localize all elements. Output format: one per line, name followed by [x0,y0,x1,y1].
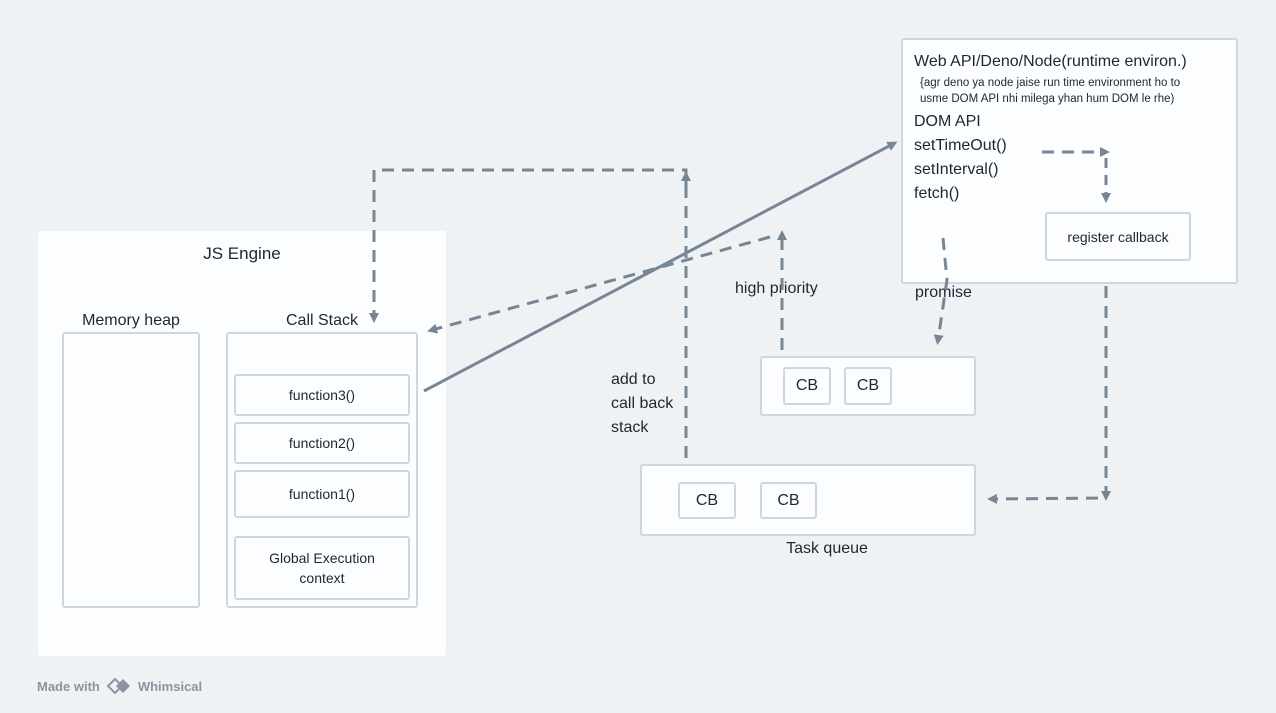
call-to-webapi-arrow [423,141,898,393]
api-setinterval: setInterval() [914,161,999,178]
footer: Made with Whimsical [37,676,202,696]
footer-made-with: Made with [37,678,100,694]
memory-heap-box [62,332,200,608]
promise-label: promise [915,284,972,301]
memory-heap-label: Memory heap [82,312,180,329]
task-queue-label: Task queue [786,540,868,557]
api-settimeout: setTimeOut() [914,137,1007,154]
microtask-to-stack-arrow [427,235,771,334]
task-cb-1: CB [678,482,736,519]
api-dom: DOM API [914,113,981,130]
webapi-to-taskqueue-arrow [987,286,1108,504]
global-execution-context: Global Execution context [234,536,410,600]
web-api-note-line2: usme DOM API nhi milega yhan hum DOM le … [920,93,1175,105]
register-callback-box: register callback [1045,212,1191,261]
stack-frame-function3: function3() [234,374,410,416]
api-fetch: fetch() [914,185,960,202]
add-to-callback-line1: add to [611,371,656,388]
whimsical-logo-icon [106,678,130,694]
stack-frame-function2: function2() [234,422,410,464]
high-priority-label: high priority [735,280,818,297]
footer-brand[interactable]: Whimsical [137,678,203,694]
add-to-callback-line3: stack [611,419,649,436]
web-api-note-line1: {agr deno ya node jaise run time environ… [920,77,1181,89]
task-cb-2: CB [760,482,817,519]
web-api-title: Web API/Deno/Node(runtime environ.) [914,53,1187,70]
js-engine-title: JS Engine [203,244,281,263]
microtask-cb-2: CB [844,367,892,405]
stack-frame-function1: function1() [234,470,410,518]
microtask-cb-1: CB [783,367,831,405]
call-stack-label: Call Stack [285,312,359,329]
add-to-callback-line2: call back [611,395,674,412]
